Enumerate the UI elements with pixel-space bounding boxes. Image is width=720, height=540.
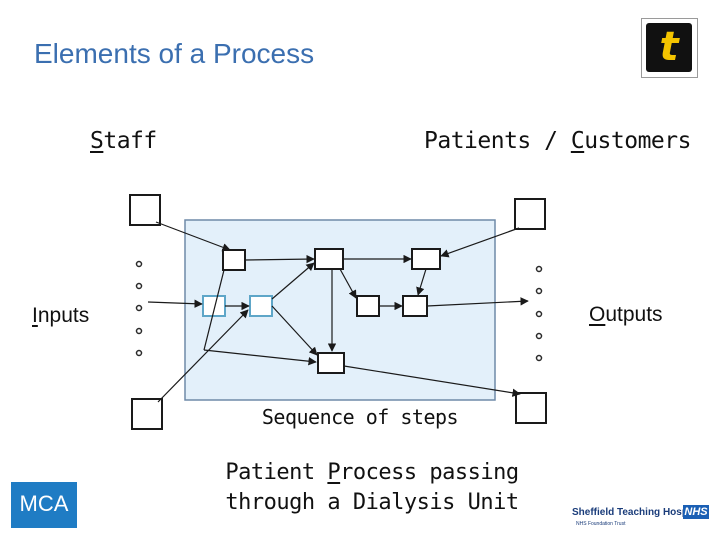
customers-label-rest: ustomers [584, 128, 691, 154]
input-dot [135, 260, 143, 268]
inputs-label-initial: I [32, 304, 38, 327]
caption-line-2: through a Dialysis Unit [225, 490, 519, 515]
caption-line-1: Patient Process passing [212, 458, 532, 488]
arrow [203, 349, 317, 366]
staff-label-rest: taff [103, 128, 157, 154]
caption-process-initial: P [327, 460, 341, 485]
output-dot [535, 332, 543, 340]
arrow [244, 254, 315, 264]
arrow [440, 227, 520, 258]
inputs-label-rest: nputs [37, 304, 90, 327]
resource-input-box [131, 398, 163, 430]
process-arrows [147, 221, 529, 403]
caption-line-1-part1: Patient [225, 460, 328, 485]
t-logo-background: t [646, 23, 692, 72]
arrow [339, 268, 357, 299]
nhs-subtitle: NHS Foundation Trust [576, 521, 626, 527]
inputs-label: Inputs [32, 304, 89, 328]
step-box [222, 249, 246, 271]
staff-label-initial: S [90, 128, 104, 154]
arrow [157, 309, 249, 403]
input-dot [135, 327, 143, 335]
outputs-label-initial: O [589, 303, 606, 326]
step-box [317, 352, 345, 374]
step-box [402, 295, 428, 317]
nhs-badge-text: NHS [684, 506, 708, 518]
input-dots [135, 260, 143, 357]
arrow [271, 305, 318, 356]
output-dot [535, 310, 543, 318]
output-dot [535, 354, 543, 362]
patient-input-box [514, 198, 546, 230]
caption-line-1-part2: rocess passing [340, 460, 519, 485]
t-logo: t [641, 18, 698, 78]
process-caption: Patient Process passing through a Dialys… [212, 458, 532, 518]
step-box [314, 248, 344, 270]
mca-logo: MCA [11, 482, 77, 528]
arrow [416, 268, 427, 296]
staff-input-box [129, 194, 161, 226]
output-dot [535, 287, 543, 295]
customers-label-initial: C [570, 128, 585, 154]
outputs-label-rest: utputs [605, 303, 663, 326]
input-dot [135, 304, 143, 312]
arrow [203, 269, 225, 351]
page-title: Elements of a Process [34, 38, 315, 69]
nhs-badge: NHS [683, 505, 709, 519]
arrow [271, 262, 315, 300]
step-box-admission [249, 295, 273, 317]
mca-logo-text: MCA [19, 491, 69, 516]
output-dot [535, 265, 543, 273]
step-box [356, 295, 380, 317]
input-dot [135, 349, 143, 357]
step-box [411, 248, 441, 270]
staff-label: Staff [90, 128, 157, 154]
arrow [426, 297, 529, 307]
output-box [515, 392, 547, 424]
output-dots [535, 265, 543, 362]
patients-label-part1: Patients / [424, 128, 571, 154]
arrow [155, 221, 231, 252]
patients-customers-label: Patients / Customers [424, 128, 691, 154]
sequence-of-steps-label: Sequence of steps [240, 405, 480, 429]
step-box-intake [202, 295, 226, 317]
nhs-trust-name: Sheffield Teaching Hospitals [572, 507, 708, 518]
arrow [343, 365, 521, 397]
t-logo-glyph: t [659, 24, 679, 70]
outputs-label: Outputs [589, 303, 663, 327]
input-dot [135, 282, 143, 290]
arrow [147, 299, 203, 308]
